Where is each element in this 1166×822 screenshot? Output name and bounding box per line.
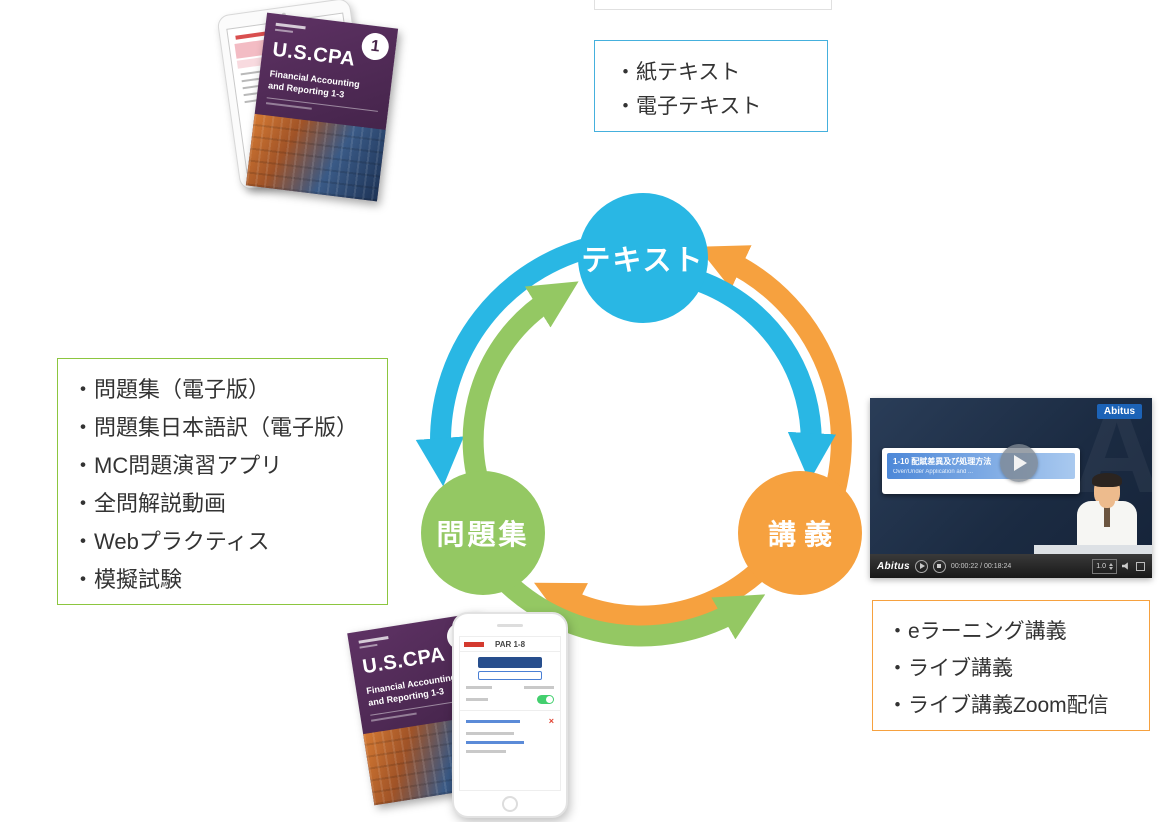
callout-item: ・模擬試験: [72, 567, 183, 592]
slide-title: 1-10 配賦差異及び処理方法: [893, 457, 992, 466]
slide-title-bar: 1-10 配賦差異及び処理方法 Over/Under Application a…: [887, 453, 1075, 479]
app-logo: [464, 641, 484, 647]
speed-value: 1.0: [1096, 562, 1106, 570]
app-value: [524, 686, 554, 689]
app-question-row: [466, 732, 554, 735]
incorrect-icon: ×: [548, 716, 554, 726]
app-question-row: ×: [466, 717, 554, 726]
cover-series-mark: [359, 643, 378, 649]
app-secondary-button: [478, 671, 542, 680]
speed-control: 1.0: [1092, 558, 1117, 574]
callout-item: ・ライブ講義: [887, 657, 1013, 680]
arrow-lecture-to-workbook: [534, 554, 776, 627]
callout-item: ・Webプラクティス: [72, 529, 270, 554]
lecture-callout: ・eラーニング講義 ・ライブ講義 ・ライブ講義Zoom配信: [872, 600, 1150, 731]
video-stage: A Abitus 1-10 配賦差異及び処理方法 Over/Under Appl…: [870, 398, 1152, 554]
volume-icon: [1122, 562, 1128, 570]
callout-item: ・電子テキスト: [615, 95, 762, 118]
play-overlay-icon: [1000, 444, 1038, 482]
textbook-callout: ・紙テキスト ・電子テキスト: [594, 40, 828, 132]
play-icon: [914, 559, 928, 573]
phone-speaker: [497, 624, 523, 627]
speed-stepper-icon: [1109, 562, 1113, 570]
toggle-switch: [537, 695, 554, 704]
smartphone-mockup: PAR 1-8 ×: [452, 612, 568, 818]
player-brand: Abitus: [877, 560, 910, 572]
desk: [1034, 545, 1152, 554]
callout-item: ・問題集（電子版）: [72, 377, 271, 402]
app-setting-row: [466, 686, 554, 689]
cover-meta-line: [265, 102, 312, 111]
cover-series-mark: [274, 28, 294, 33]
callout-item: ・問題集日本語訳（電子版）: [72, 415, 359, 440]
abitus-logo: Abitus: [1096, 404, 1142, 419]
phone-screen: PAR 1-8 ×: [459, 636, 561, 791]
phone-home-button: [502, 796, 518, 812]
question-link: [466, 741, 524, 744]
callout-item: ・紙テキスト: [615, 61, 741, 84]
app-screen-title: PAR 1-8: [494, 639, 526, 649]
node-textbook-label: テキスト: [581, 245, 705, 277]
app-label: [466, 698, 488, 701]
stop-icon: [932, 559, 946, 573]
instructor: [1074, 473, 1140, 554]
app-question-row: [466, 741, 554, 744]
cover-series-mark: [358, 636, 389, 644]
cropped-box-artifact: [594, 0, 832, 10]
lecture-slide: 1-10 配賦差異及び処理方法 Over/Under Application a…: [882, 448, 1080, 494]
callout-item: ・eラーニング講義: [887, 620, 1067, 643]
app-primary-button: [478, 657, 542, 668]
instructor-body: [1077, 501, 1137, 545]
video-player: A Abitus 1-10 配賦差異及び処理方法 Over/Under Appl…: [870, 398, 1152, 578]
app-header: PAR 1-8: [460, 637, 560, 652]
node-workbook: 問題集: [421, 471, 545, 595]
arrow-textbook-to-workbook: [415, 233, 617, 487]
callout-item: ・ライブ講義Zoom配信: [887, 694, 1109, 717]
time-display: 00:00:22 / 00:18:24: [950, 562, 1012, 570]
node-textbook: テキスト: [578, 193, 708, 323]
node-workbook-label: 問題集: [436, 519, 530, 550]
app-question-row: [466, 750, 554, 753]
question-text: [466, 750, 506, 753]
node-lecture-label: 講義: [767, 519, 840, 550]
question-link: [466, 720, 520, 723]
textbook-cover: 1 U.S.CPA Financial Accounting and Repor…: [245, 12, 399, 202]
workbook-callout: ・問題集（電子版） ・問題集日本語訳（電子版） ・MC問題演習アプリ ・全問解説…: [57, 358, 388, 605]
question-text: [466, 732, 514, 735]
fullscreen-icon: [1136, 561, 1145, 571]
node-lecture: 講義: [738, 471, 862, 595]
app-label: [466, 686, 492, 689]
player-controls: Abitus 00:00:22 / 00:18:24 1.0: [870, 554, 1152, 578]
app-divider: [460, 710, 560, 711]
callout-item: ・MC問題演習アプリ: [72, 453, 283, 478]
arrow-workbook-to-lecture: [492, 568, 766, 647]
slide-subtitle: Over/Under Application and ...: [893, 469, 974, 475]
arrow-textbook-to-lecture: [688, 270, 837, 482]
callout-item: ・全問解説動画: [72, 491, 227, 516]
app-setting-row: [466, 695, 554, 704]
